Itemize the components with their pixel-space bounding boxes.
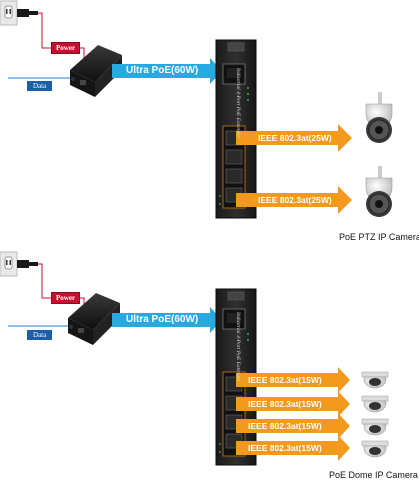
poe-arrow-3 [236, 413, 350, 439]
ultra-poe-label: Ultra PoE(60W) [126, 65, 199, 76]
ptz-camera-caption: PoE PTZ IP Camera [339, 232, 419, 242]
poe-port-label-4: IEEE 802.3at(15W) [248, 443, 322, 453]
bottom-scenario [0, 251, 389, 466]
ultra-poe-arrow [112, 58, 222, 84]
dome-camera-icon [361, 418, 389, 436]
poe-port-label-1: IEEE 802.3at(15W) [248, 375, 322, 385]
dome-camera-caption: PoE Dome IP Camera [329, 470, 418, 480]
poe-port-label-2: IEEE 802.3at(25W) [258, 195, 332, 205]
poe-extender-icon [215, 39, 257, 219]
poe-arrow-1 [236, 367, 350, 393]
ptz-camera-icon [365, 166, 393, 217]
power-label: Power [51, 292, 81, 304]
data-label: Data [27, 81, 53, 91]
ultra-poe-arrow [112, 307, 222, 333]
dome-camera-icon [361, 395, 389, 413]
power-label: Power [51, 42, 81, 54]
device-label: Industrial 4-Port PoE Extender [235, 68, 241, 138]
poe-arrow-2 [236, 391, 350, 417]
ptz-camera-icon [365, 92, 393, 143]
poe-arrow-1 [236, 124, 352, 152]
power-outlet-icon [0, 0, 38, 26]
poe-port-label-2: IEEE 802.3at(15W) [248, 399, 322, 409]
power-outlet-icon [0, 251, 38, 277]
top-scenario [0, 0, 393, 219]
poe-arrow-2 [236, 186, 352, 214]
dome-camera-icon [361, 440, 389, 458]
poe-port-label-3: IEEE 802.3at(15W) [248, 421, 322, 431]
device-label: Industrial 4-Port PoE Extender [235, 312, 241, 382]
poe-port-label-1: IEEE 802.3at(25W) [258, 133, 332, 143]
ultra-poe-label: Ultra PoE(60W) [126, 314, 199, 325]
dome-camera-icon [361, 371, 389, 389]
data-label: Data [27, 330, 53, 340]
poe-arrow-4 [236, 435, 350, 461]
